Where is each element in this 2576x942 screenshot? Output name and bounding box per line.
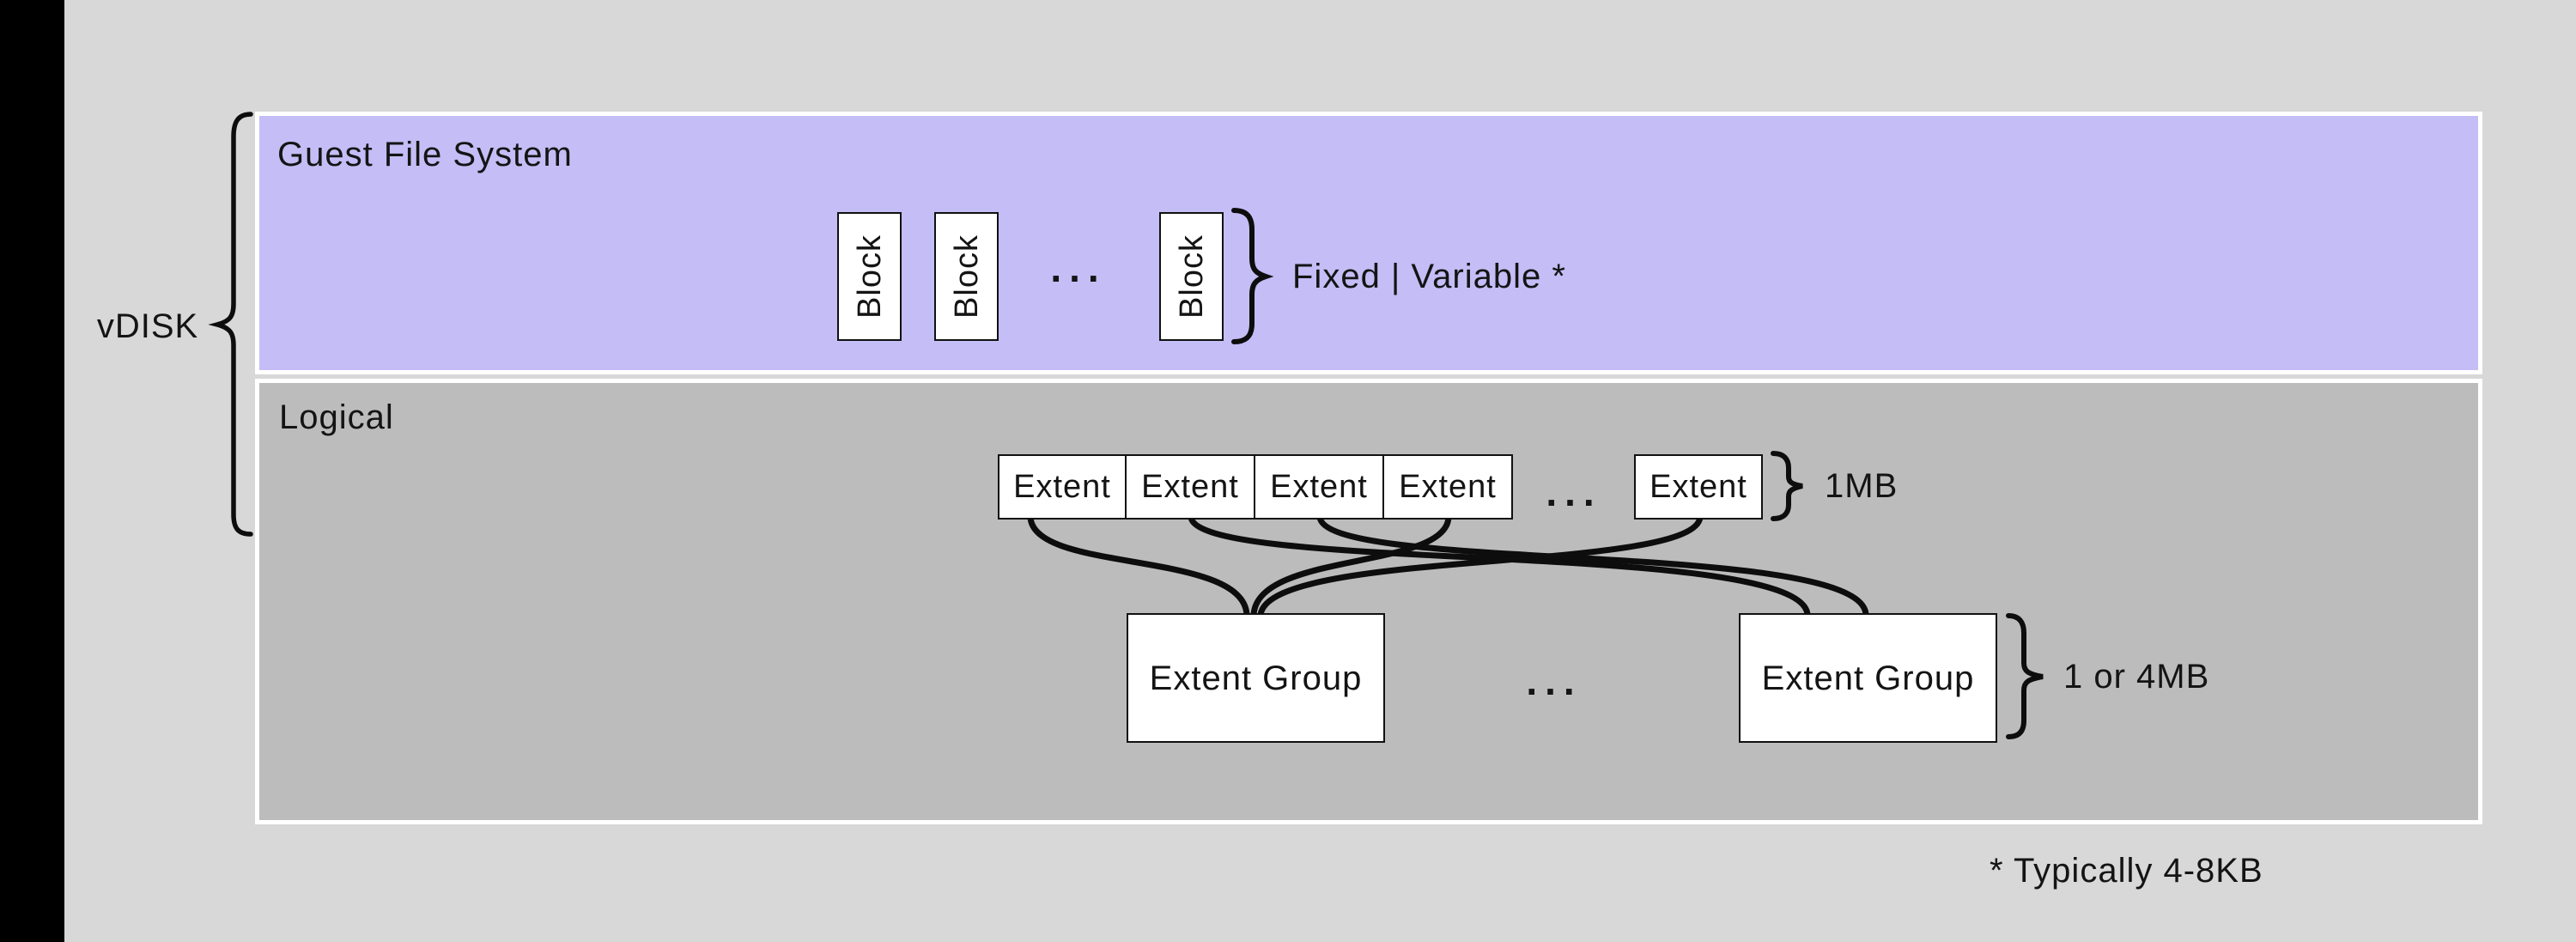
extent-size-label: 1MB (1825, 467, 1899, 505)
extent-cell-4: Extent (1384, 454, 1513, 520)
block-box-2: Block (934, 212, 999, 341)
extent-group-box-2: Extent Group (1739, 613, 1997, 743)
fixed-variable-label: Fixed | Variable * (1292, 258, 1566, 295)
logical-title: Logical (279, 398, 394, 436)
extent-label-4: Extent (1399, 469, 1497, 505)
block-ellipsis: ... (1050, 246, 1107, 290)
extent-ellipsis: ... (1546, 470, 1602, 514)
footnote: * Typically 4-8KB (1990, 852, 2263, 890)
guest-file-system-panel (255, 112, 2482, 374)
extent-label-3: Extent (1270, 469, 1368, 505)
block-box-1: Block (837, 212, 902, 341)
extent-group-label-1: Extent Group (1149, 659, 1363, 697)
extent-cell-2: Extent (1127, 454, 1255, 520)
logical-panel (255, 379, 2482, 824)
vdisk-brace (208, 112, 253, 537)
block-label-3: Block (1173, 234, 1210, 319)
block-label-1: Block (851, 234, 888, 319)
extent-box-last: Extent (1634, 454, 1763, 520)
extent-group-ellipsis: ... (1526, 659, 1583, 703)
extent-cell-3: Extent (1255, 454, 1384, 520)
extent-group-box-1: Extent Group (1127, 613, 1385, 743)
block-box-3: Block (1159, 212, 1224, 341)
extent-group-label-2: Extent Group (1761, 659, 1975, 697)
extent-label-last: Extent (1649, 469, 1747, 505)
block-label-2: Block (948, 234, 985, 319)
extent-cell-1: Extent (998, 454, 1127, 520)
extent-label-2: Extent (1141, 469, 1239, 505)
extent-group-size-label: 1 or 4MB (2063, 658, 2210, 696)
extent-row: Extent Extent Extent Extent (998, 454, 1513, 520)
extent-label-1: Extent (1013, 469, 1111, 505)
vdisk-label: vDISK (96, 307, 199, 345)
guest-file-system-title: Guest File System (277, 136, 573, 173)
left-black-bar (0, 0, 64, 942)
